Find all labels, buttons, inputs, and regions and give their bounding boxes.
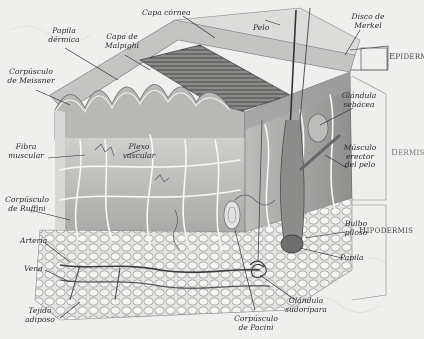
label-pelo: Pelo bbox=[253, 24, 269, 33]
label-papila: Papila bbox=[340, 254, 364, 263]
label-capa-cornea: Capa córnea bbox=[142, 9, 191, 18]
layer-label-dermis: DERMIS bbox=[391, 147, 424, 157]
label-vena: Vena bbox=[24, 265, 43, 274]
layer-label-epidermis: EPIDERMIS bbox=[389, 51, 424, 61]
label-arteria: Arteria bbox=[20, 237, 47, 246]
layer-label-hipodermis: HIPODERMIS bbox=[359, 225, 413, 235]
